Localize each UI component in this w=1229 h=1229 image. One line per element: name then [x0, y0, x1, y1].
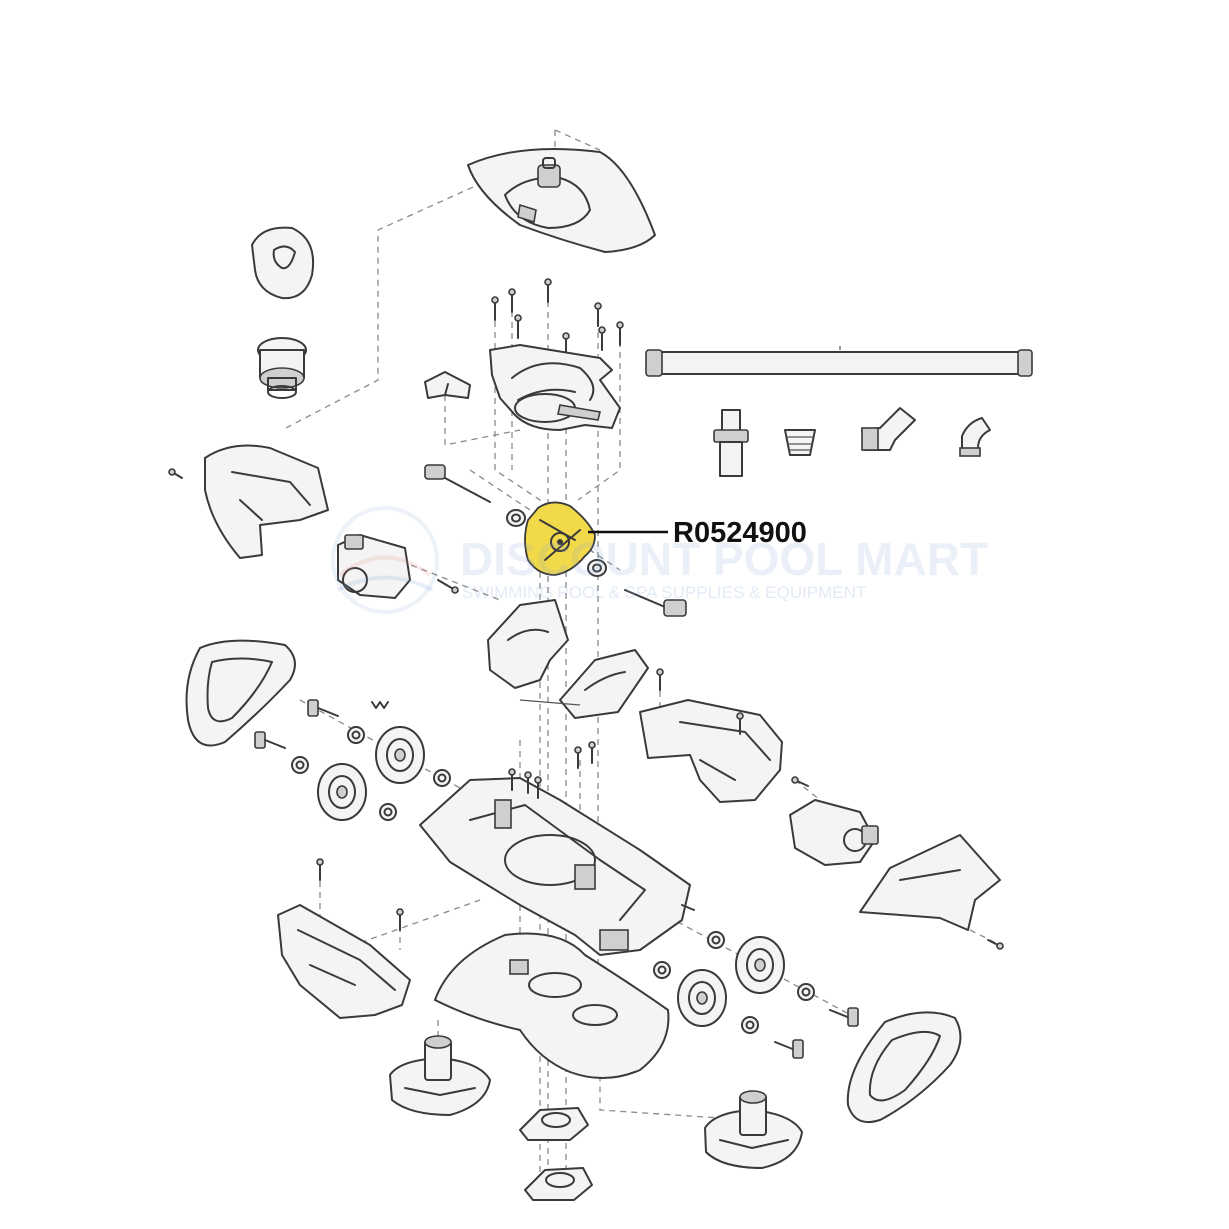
bushing: [347, 726, 365, 744]
chassis: [419, 777, 695, 956]
wheel: [735, 936, 785, 994]
wheels-left: [254, 699, 451, 821]
hose-cone: [784, 429, 816, 456]
watermark-tagline: SWIMMING POOL & SPA SUPPLIES & EQUIPMENT: [462, 583, 866, 602]
bushing: [797, 983, 815, 1001]
grip-cover: [251, 226, 314, 300]
screws-top: [491, 278, 624, 357]
front-flap-left: [277, 904, 411, 1019]
brush-right: [704, 1090, 803, 1169]
bushing: [379, 803, 397, 821]
watermark-logo-icon: [331, 506, 439, 614]
bottom-plate: [434, 932, 670, 1080]
turbine-block-left: [337, 534, 411, 599]
bushing: [291, 756, 309, 774]
hose-connector: [713, 409, 749, 477]
track-left: [185, 639, 296, 747]
small-clip: [424, 371, 471, 399]
axle-pin: [829, 1007, 859, 1027]
turbine-block-right: [789, 799, 879, 866]
axle-pin: [307, 699, 339, 717]
bushing: [653, 961, 671, 979]
axle-rod-right: [624, 589, 687, 617]
part-callout: R0524900: [588, 517, 807, 549]
swivel-nut: [257, 337, 307, 399]
wheels-right: [653, 931, 859, 1059]
mid-bracket-left: [487, 599, 569, 689]
wheel: [317, 763, 367, 821]
left-side-cover: [204, 444, 329, 559]
wheel: [677, 969, 727, 1027]
bottom-clip-lower: [524, 1167, 593, 1201]
wheel: [375, 726, 425, 784]
brush-left: [389, 1035, 491, 1116]
bushings: [506, 509, 607, 577]
hose-elbow-small: [959, 417, 991, 457]
bushing: [707, 931, 725, 949]
bushing: [433, 769, 451, 787]
part-number-label: R0524900: [673, 517, 807, 549]
axle-rod: [424, 464, 491, 503]
upper-housing: [489, 344, 621, 431]
axle-pin: [774, 1039, 804, 1059]
hose-extension: [645, 346, 1033, 377]
right-side-cover: [639, 699, 783, 803]
highlighted-turbine-part: [524, 501, 596, 576]
watermark-brand: DISCOUNT POOL MART: [460, 533, 988, 585]
screws-mid: [168, 468, 1004, 950]
bottom-clip-upper: [519, 1107, 589, 1141]
top-cover: [467, 148, 656, 253]
hose-accessories: [713, 407, 991, 477]
mid-bracket-right: [559, 649, 649, 719]
front-flap-right: [859, 834, 1001, 931]
spring: [371, 701, 389, 709]
watermark: DISCOUNT POOL MART SWIMMING POOL & SPA S…: [331, 506, 988, 614]
axle-pin: [254, 731, 286, 749]
bushing: [741, 1016, 759, 1034]
hose-elbow-45: [861, 407, 916, 451]
track-right: [846, 1011, 962, 1124]
